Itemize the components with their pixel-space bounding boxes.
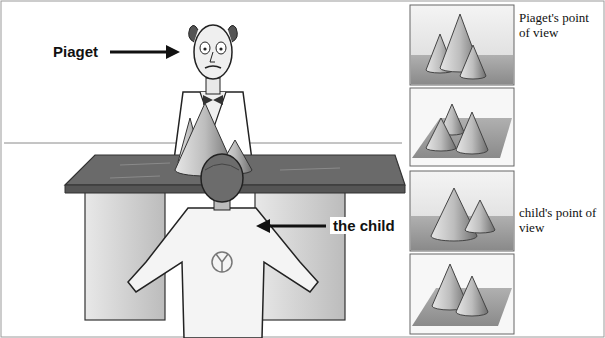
- child-figure: [128, 154, 318, 338]
- figure-label: the child: [330, 217, 398, 234]
- pointer-arrows: [110, 45, 326, 233]
- view-panels: [410, 5, 514, 334]
- view-caption: child's point of view: [519, 205, 601, 235]
- view-caption: Piaget's point of view: [519, 10, 601, 40]
- figure-label: Piaget: [50, 43, 101, 60]
